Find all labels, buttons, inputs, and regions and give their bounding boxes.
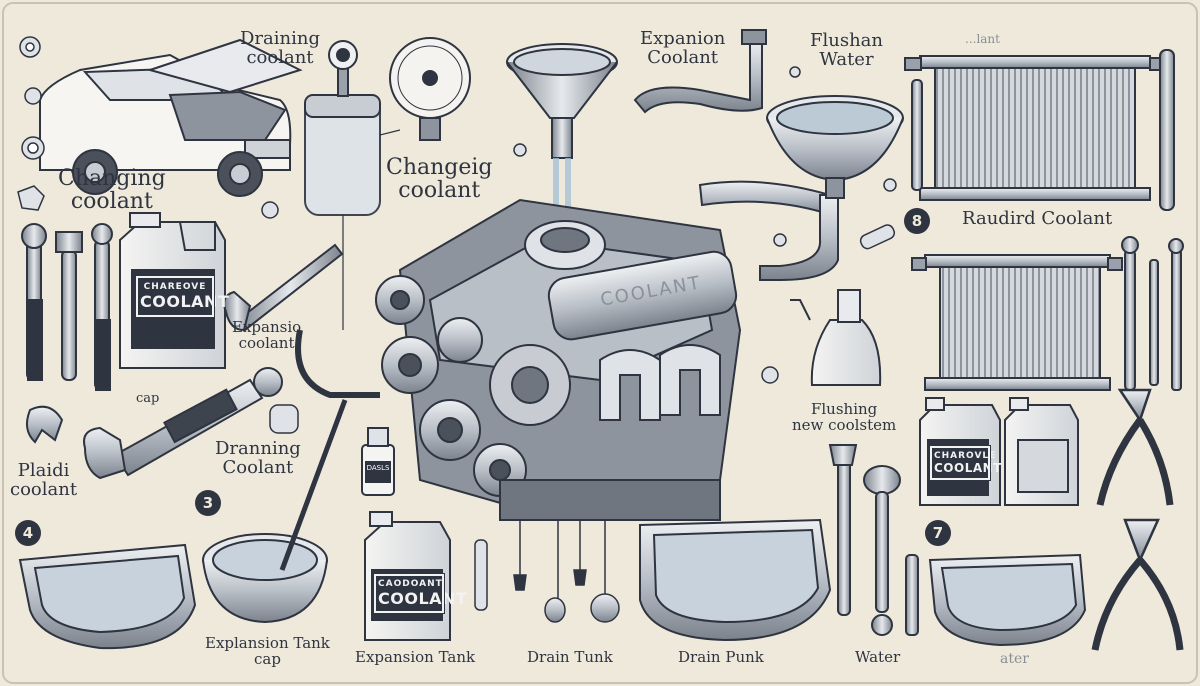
drain-pan-left	[18, 543, 197, 650]
tool-set-right	[1121, 236, 1184, 391]
adjustable-wrench-icon	[83, 367, 283, 480]
jug-label-right: CHAROVLE COOLANT	[929, 445, 1001, 481]
funnel-icon	[506, 43, 618, 250]
label-raudird-coolant: Raudird Coolant	[962, 208, 1113, 229]
label-changing-coolant-left: Changing coolant	[58, 166, 166, 215]
step-badge-8: 8	[904, 208, 930, 234]
small-bottle-label: DASLS	[366, 464, 390, 472]
label-cap-left: cap	[136, 391, 160, 406]
small-bottle-icon	[361, 427, 395, 496]
label-draining-coolant-mid: Dranning Coolant	[215, 438, 301, 478]
label-plaidi-coolant: Plaidi coolant	[10, 460, 78, 500]
drain-bowl-top-icon	[766, 95, 904, 199]
c-wrench-icon	[25, 405, 64, 444]
jug-label-bottom: CAODOANT COOLANT	[373, 573, 467, 614]
label-plant-top-right: ...lant	[965, 32, 1000, 46]
wrench-ladle-icons	[828, 444, 919, 636]
label-expansion-tank: Expansion Tank	[355, 648, 476, 666]
drain-plugs	[513, 520, 620, 623]
step-badge-7: 7	[925, 520, 951, 546]
coolant-jug-right-2	[1004, 397, 1079, 506]
label-water-bottom: Water	[855, 648, 901, 666]
label-flushing-new: Flushing new coolstem	[792, 400, 897, 434]
coolant-hoses	[633, 29, 839, 281]
wrench-set-left	[21, 223, 113, 391]
coolant-reservoir-icon	[304, 40, 381, 330]
pliers-bottom-icon	[1091, 518, 1184, 651]
bowl-bottom-left	[202, 399, 348, 624]
label-drain-punk: Drain Punk	[678, 648, 764, 666]
temperature-gauge-icon	[379, 37, 471, 141]
car-icon	[39, 38, 303, 197]
label-expansion-coolant-mid: Expansio coolant	[232, 318, 302, 352]
label-changing-coolant-center: Changeig coolant	[386, 155, 493, 204]
label-expansion-tank-cap: Explansion Tank cap	[205, 634, 330, 668]
label-draining-coolant-top: Draining coolant	[240, 28, 320, 68]
drain-pan-center	[639, 518, 832, 642]
radiator-bottom-icon	[911, 254, 1123, 391]
jug-label-left: CHAREOVE COOLANT	[135, 275, 229, 318]
radiator-top-icon	[904, 49, 1175, 211]
step-badge-4: 4	[15, 520, 41, 546]
fitting-icons	[17, 36, 45, 211]
engine-icon	[295, 198, 742, 522]
pliers-icon	[1096, 388, 1174, 506]
open-wrench-icon	[223, 243, 344, 332]
label-flushan-water: Flushan Water	[810, 30, 883, 70]
label-expansion-coolant-top: Expanion Coolant	[640, 28, 726, 68]
oil-bottle-icon	[790, 289, 882, 386]
small-fittings	[261, 66, 897, 611]
label-drain-tunk: Drain Tunk	[527, 648, 613, 666]
step-badge-3: 3	[195, 490, 221, 516]
drain-pan-right	[928, 553, 1087, 647]
label-ater-bottom-right: ater	[1000, 651, 1029, 667]
